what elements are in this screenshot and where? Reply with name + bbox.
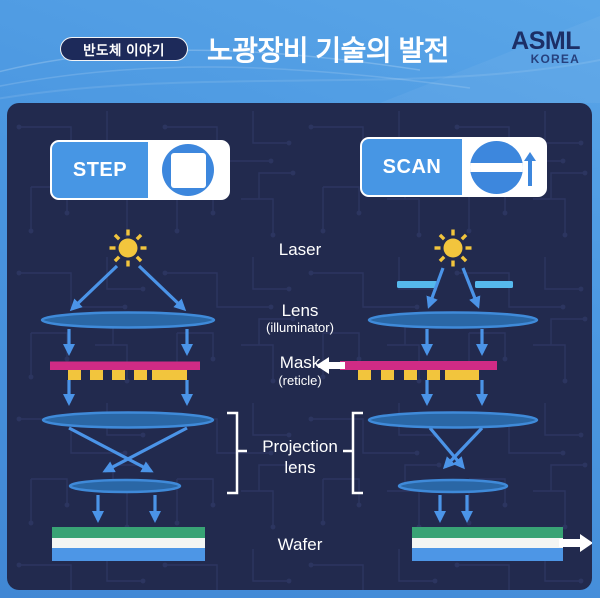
scan-projection-brace [343, 411, 363, 495]
scan-badge: SCAN [360, 137, 547, 197]
step-projection-lens-bottom [68, 478, 182, 494]
label-mask: Mask [279, 353, 321, 372]
step-mask [50, 361, 200, 380]
scan-projection-lens-bottom [397, 478, 509, 494]
page-title: 노광장비 기술의 발전 [207, 35, 449, 66]
label-reticle: (reticle) [278, 373, 322, 388]
label-projection-line1: Projection [262, 437, 338, 456]
header: 반도체 이야기 노광장비 기술의 발전 ASML KOREA [0, 0, 600, 103]
scan-slit-aperture [397, 281, 513, 288]
label-projection-lens: Projection lens [245, 436, 355, 478]
asml-logo: ASML KOREA [511, 29, 580, 66]
step-label: STEP [52, 142, 148, 198]
step-beam-arrows [63, 264, 193, 523]
asml-logo-brand: ASML [511, 27, 580, 55]
scan-mode-icon [470, 140, 523, 194]
sun-icon [109, 229, 147, 267]
scan-up-arrow-icon [524, 152, 536, 186]
scan-diagram [316, 229, 592, 561]
label-lens: Lens [281, 301, 319, 320]
scan-illuminator-lens [367, 311, 539, 329]
series-badge: 반도체 이야기 [60, 37, 188, 61]
scan-projection-lens-top [367, 411, 539, 429]
scan-mask [340, 361, 497, 380]
step-projection-brace [227, 411, 247, 495]
scan-icon-box [462, 139, 545, 195]
infographic-panel: STEP SCAN Laser Lens (illuminator) Mask … [7, 103, 592, 590]
step-mode-icon [162, 144, 214, 196]
label-laser: Laser [278, 240, 322, 259]
step-illuminator-lens [40, 311, 216, 329]
scan-wafer [412, 527, 563, 561]
step-projection-lens-top [41, 411, 215, 429]
scan-label: SCAN [362, 139, 462, 195]
label-wafer: Wafer [277, 535, 323, 554]
step-icon-box [148, 142, 228, 198]
wafer-move-right-arrow [559, 534, 592, 552]
mask-move-left-arrow [316, 357, 345, 374]
step-badge: STEP [50, 140, 230, 200]
scan-beam-arrows [421, 267, 488, 523]
step-diagram [40, 229, 247, 561]
step-wafer [52, 527, 205, 561]
label-projection-line2: lens [284, 458, 316, 477]
asml-logo-region: KOREA [530, 52, 580, 66]
scan-slit-glyph [470, 162, 523, 172]
label-illuminator: (illuminator) [266, 320, 334, 335]
sun-icon [434, 229, 472, 267]
step-square-glyph [170, 152, 206, 188]
